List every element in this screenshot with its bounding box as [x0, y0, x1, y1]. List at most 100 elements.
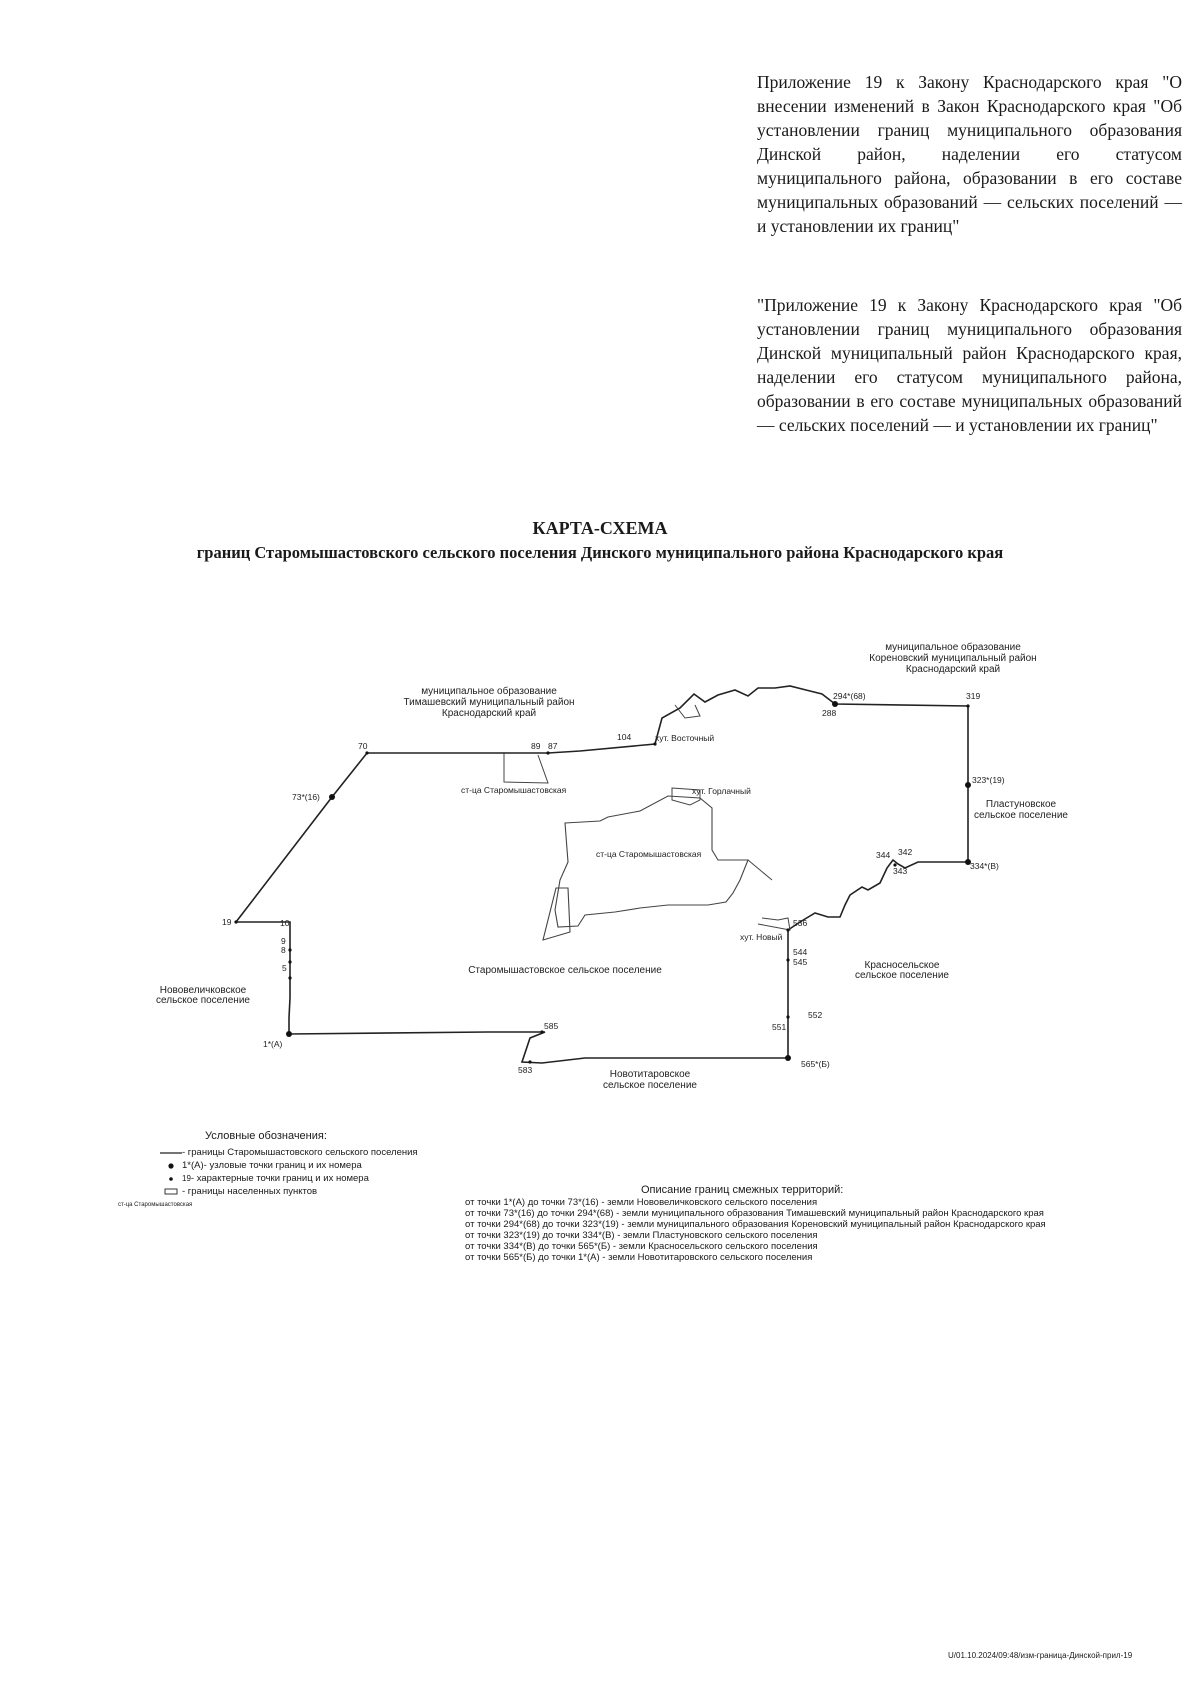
point-label-8: 8 [281, 945, 286, 955]
char-point [546, 751, 550, 755]
stanitsa-west-wedge [542, 887, 571, 941]
zone-label-novotitar-2: сельское поселение [603, 1080, 697, 1091]
zone-label-novovelich-1: Нововеличковское [160, 985, 247, 996]
settlement-label-gorlachy: хут. Горлачный [692, 786, 751, 796]
description-line: от точки 334*(В) до точки 565*(Б) - земл… [465, 1241, 818, 1252]
point-label-319: 319 [966, 691, 980, 701]
point-label-323: 323*(19) [972, 775, 1005, 785]
char-point [653, 742, 657, 746]
legend-title: Условные обозначения: [205, 1130, 327, 1142]
char-point [966, 704, 970, 708]
node-point-334 [965, 859, 971, 865]
char-point [786, 928, 790, 932]
map-title: КАРТА-СХЕМА [532, 518, 668, 538]
char-point [540, 1030, 544, 1034]
zone-label-novovelich-2: сельское поселение [156, 995, 250, 1006]
settlement-boundary-line [234, 685, 969, 1064]
point-label-89: 89 [531, 741, 541, 751]
point-label-343: 343 [893, 866, 907, 876]
point-label-10: 10 [280, 918, 290, 928]
appendix-note-amendment-text: Приложение 19 к Закону Краснодарского кр… [757, 72, 1182, 236]
zone-label-timashevsk-1: муниципальное образование [421, 685, 557, 697]
zone-label-timashevsk-2: Тимашевский муниципальный район [403, 697, 574, 708]
stanitsa-main-boundary [554, 795, 749, 928]
char-point [786, 1015, 790, 1019]
char-point [365, 751, 369, 755]
point-label-545: 545 [793, 957, 807, 967]
point-label-87: 87 [548, 741, 558, 751]
zone-label-krasnoselsk-2: сельское поселение [855, 970, 949, 981]
node-point-1 [286, 1031, 292, 1037]
boundary-line-icon [160, 1150, 182, 1156]
node-points [286, 701, 971, 1061]
description-title: Описание границ смежных территорий: [641, 1184, 844, 1196]
point-label-9: 9 [281, 936, 286, 946]
char-point-icon [160, 1175, 182, 1183]
char-point [288, 960, 292, 964]
legend-text-node: - узловые точки границ и их номера [203, 1160, 362, 1171]
description-line: от точки 1*(А) до точки 73*(16) - земли … [465, 1197, 818, 1208]
legend-row-char: 19 - характерные точки границ и их номер… [160, 1172, 418, 1185]
settlement-boundary-icon [160, 1188, 182, 1195]
node-point-294 [832, 701, 838, 707]
point-label-19: 19 [222, 917, 232, 927]
stanitsa-small-boundary [503, 752, 549, 784]
legend-text-settlement: - границы населенных пунктов [182, 1186, 318, 1197]
char-points [234, 704, 970, 1064]
point-label-544: 544 [793, 947, 807, 957]
appendix-note-amendment: Приложение 19 к Закону Краснодарского кр… [757, 70, 1182, 238]
zone-label-korenovsk-1: муниципальное образование [885, 641, 1021, 653]
char-point [288, 976, 292, 980]
connector-right [747, 859, 773, 881]
zone-label-main: Старомышастовское сельское поселение [468, 965, 662, 976]
adjacent-territories-description: Описание границ смежных территорий: от т… [465, 1184, 1046, 1264]
legend-char-example: 19 [182, 1174, 191, 1183]
legend-row-boundary: - границы Старомышастовского сельского п… [160, 1146, 418, 1159]
description-line: от точки 294*(68) до точки 323*(19) - зе… [465, 1219, 1046, 1230]
appendix-note-original-text: "Приложение 19 к Закону Краснодарского к… [757, 295, 1182, 435]
gorlachy-boundary [671, 787, 701, 806]
description-line: от точки 73*(16) до точки 294*(68) - зем… [465, 1208, 1044, 1219]
legend-settlement-example: ст-ца Старомышастовская [118, 1202, 193, 1208]
point-label-585: 585 [544, 1021, 558, 1031]
zone-label-korenovsk-3: Краснодарский край [906, 664, 1000, 675]
zone-label-korenovsk-2: Кореновский муниципальный район [869, 653, 1036, 664]
zone-label-novotitar-1: Новотитаровское [610, 1069, 691, 1080]
settlement-label-stanitsa-small: ст-ца Старомышастовская [461, 785, 567, 795]
map-legend: Условные обозначения: - границы Старомыш… [160, 1130, 418, 1198]
point-label-344: 344 [876, 850, 890, 860]
vostochny-boundary [674, 704, 701, 719]
document-footer: U/01.10.2024/09:48/изм-граница-Динской-п… [948, 1651, 1133, 1660]
node-point-73 [329, 794, 335, 800]
novy-boundary [757, 917, 791, 931]
point-label-334: 334*(В) [970, 861, 999, 871]
legend-text-boundary: - границы Старомышастовского сельского п… [182, 1147, 418, 1158]
point-label-552: 552 [808, 1010, 822, 1020]
zone-label-timashevsk-3: Краснодарский край [442, 708, 536, 719]
point-label-583: 583 [518, 1065, 532, 1075]
char-point [786, 958, 790, 962]
description-line: от точки 565*(Б) до точки 1*(А) - земли … [465, 1252, 813, 1263]
node-point-icon [160, 1162, 182, 1170]
point-label-294: 294*(68) [833, 691, 866, 701]
legend-text-char: - характерные точки границ и их номера [190, 1173, 369, 1184]
point-label-70: 70 [358, 741, 368, 751]
node-point-323 [965, 782, 971, 788]
char-point [288, 948, 292, 952]
legend-row-settlement: - границы населенных пунктов [160, 1185, 418, 1198]
point-label-551: 551 [772, 1022, 786, 1032]
char-point [234, 920, 238, 924]
map-subtitle: границ Старомышастовского сельского посе… [196, 543, 1004, 562]
zone-label-krasnoselsk-1: Красносельское [865, 960, 940, 971]
point-label-104: 104 [617, 732, 631, 742]
point-label-5: 5 [282, 963, 287, 973]
point-label-565: 565*(Б) [801, 1059, 830, 1069]
char-point [528, 1060, 532, 1064]
char-point [893, 863, 897, 867]
legend-node-example: 1*(А) [182, 1160, 204, 1171]
settlement-label-vostochny: хут. Восточный [655, 733, 714, 743]
point-label-73: 73*(16) [292, 792, 320, 802]
legend-row-node: 1*(А) - узловые точки границ и их номера [160, 1159, 418, 1172]
description-line: от точки 323*(19) до точки 334*(В) - зем… [465, 1230, 818, 1241]
